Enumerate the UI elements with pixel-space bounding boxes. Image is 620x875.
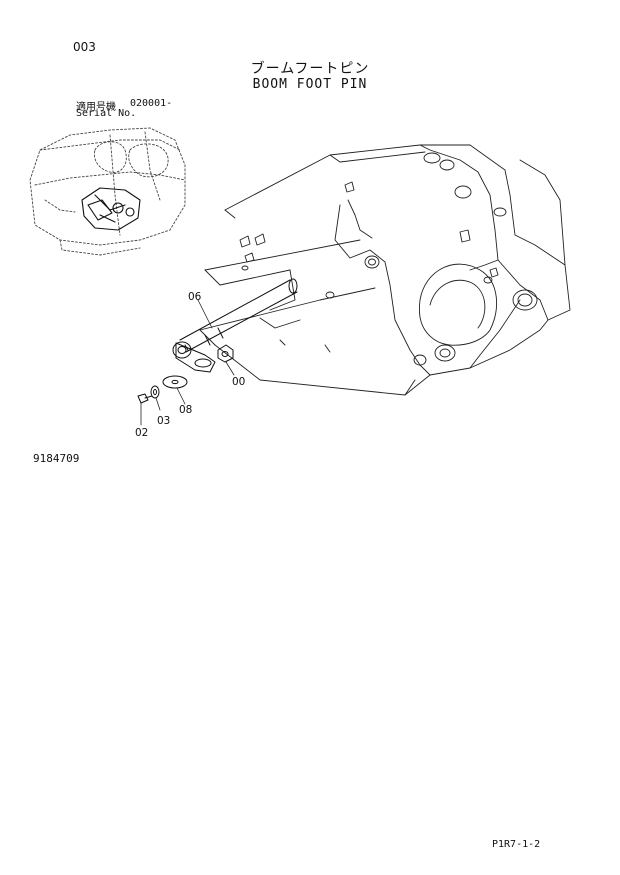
drawing-id: 9184709 [33,452,80,465]
footer-code: P1R7-1-2 [492,839,541,850]
title-english: BOOM FOOT PIN [252,77,368,92]
inset-highlight-bracket [81,187,141,231]
washer-small [150,385,160,399]
page-number: 003 [73,40,96,54]
excavator-inset [29,127,186,256]
leader-lines [140,299,235,426]
callout-00: 00 [232,376,245,388]
serial-label-english: Serial No. [76,108,137,119]
serial-value: 020001- [130,98,173,109]
serial-label-japanese: 適用号機 [76,102,116,113]
callout-08: 08 [179,404,192,416]
nut-part [217,344,234,363]
main-frame [199,144,571,396]
callout-03: 03 [157,415,170,427]
washer-large [162,375,188,389]
callout-06: 06 [188,291,202,303]
boom-foot-pin [179,278,298,353]
pin-lock-plate [172,341,216,373]
bolt-part [137,393,153,404]
title-japanese: ブームフートピン [250,61,370,77]
callout-02: 02 [135,427,148,439]
